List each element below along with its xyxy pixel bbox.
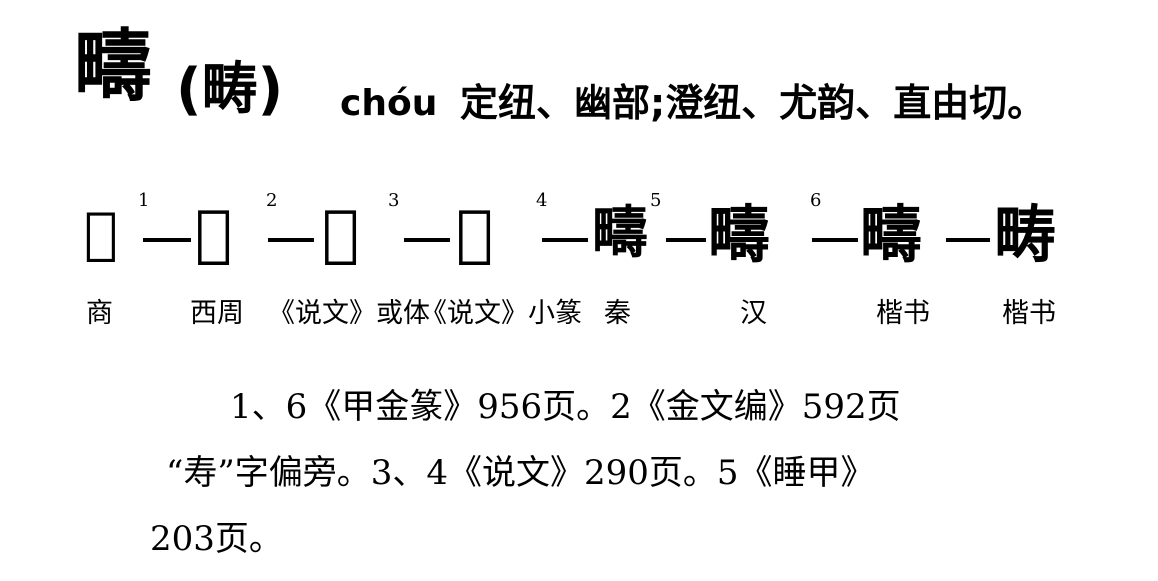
label-regular-script-2: 楷书 <box>1002 298 1056 329</box>
evolution-dash <box>946 238 990 242</box>
evolution-dash <box>812 238 858 242</box>
evolution-dash <box>404 238 450 242</box>
label-han: 汉 <box>740 298 767 329</box>
evolution-dash <box>666 238 706 242</box>
label-western-zhou: 西周 <box>190 298 244 329</box>
label-shuowen-variant: 《说文》或体 <box>268 298 430 329</box>
glyph-regular-script-2: 畴 <box>994 198 1057 271</box>
simplified-variant: (畴) <box>176 57 284 122</box>
glyph-regular-script-1: 疇 <box>860 198 923 271</box>
footnote-number-4: 4 <box>536 190 548 211</box>
label-regular-script-1: 楷书 <box>876 298 930 329</box>
footnote-number-3: 3 <box>388 190 400 211</box>
glyph-qin: 疇 <box>592 201 648 266</box>
phonology-note: 定纽、幽部;澄纽、尤韵、直由切。 <box>460 81 1046 125</box>
evolution-dash <box>542 238 588 242</box>
pinyin-reading: chóu <box>340 83 438 124</box>
footnote-number-2: 2 <box>266 190 278 211</box>
evolution-dash <box>143 238 191 242</box>
evolution-dash <box>268 238 314 242</box>
label-shang: 商 <box>86 298 113 329</box>
footnote-number-5: 5 <box>650 190 662 211</box>
label-shuowen-small-seal: 《说文》小篆 <box>420 298 582 329</box>
source-note-line-3: 203页。 <box>150 519 283 559</box>
headword-character: 疇 <box>74 22 152 112</box>
glyph-shang: 𠃬 <box>84 201 118 266</box>
glyph-evolution-row: 𠃬 1 𠃬 2 𠃬 3 𠃬 4 疇 5 疇 6 疇 畴 商 西周 《说文》或体 … <box>0 180 1158 340</box>
footnote-number-1: 1 <box>138 190 150 211</box>
glyph-shuowen-variant: 𠃬 <box>322 196 360 269</box>
glyph-shuowen-small-seal: 𠃬 <box>456 196 494 269</box>
footnote-number-6: 6 <box>810 190 822 211</box>
source-note-line-1: 1、6《甲金篆》956页。2《金文编》592页 <box>230 387 901 427</box>
glyph-western-zhou: 𠃬 <box>195 196 233 269</box>
label-qin: 秦 <box>604 298 631 329</box>
source-note-line-2: “寿”字偏旁。3、4《说文》290页。5《睡甲》 <box>166 453 875 493</box>
glyph-han: 疇 <box>708 198 771 271</box>
